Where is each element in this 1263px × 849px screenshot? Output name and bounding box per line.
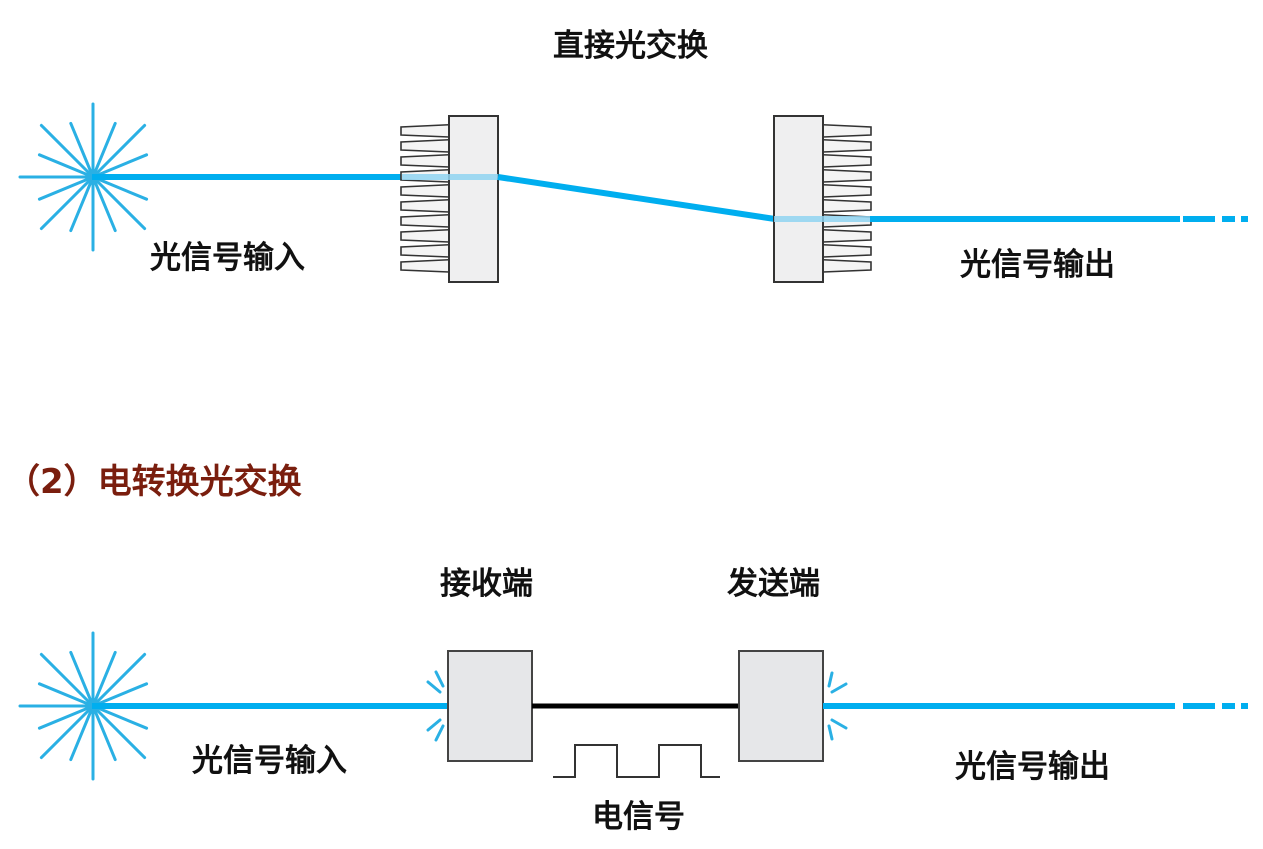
section1-input-label: 光信号输入 bbox=[150, 240, 305, 276]
section1-title: 直接光交换 bbox=[553, 28, 708, 64]
starburst-ray bbox=[91, 175, 147, 231]
sender-box bbox=[738, 650, 824, 762]
starburst-ray bbox=[91, 123, 147, 179]
starburst-ray bbox=[91, 175, 149, 201]
starburst-ray bbox=[37, 682, 95, 708]
left-switch-ports bbox=[400, 123, 450, 273]
receiver-label: 接收端 bbox=[440, 566, 533, 602]
switch-port bbox=[400, 138, 450, 153]
starburst-ray bbox=[37, 704, 95, 730]
switch-port bbox=[822, 228, 872, 243]
starburst-ray bbox=[91, 175, 117, 233]
starburst-ray bbox=[69, 121, 95, 179]
receiver-light-rays-icon bbox=[426, 670, 445, 742]
starburst-ray bbox=[69, 650, 95, 708]
starburst-ray bbox=[91, 704, 117, 762]
sender-light-rays-icon bbox=[827, 671, 848, 741]
electrical-signal-square-wave bbox=[553, 744, 720, 778]
right-switch-body bbox=[773, 115, 824, 283]
switch-port bbox=[400, 123, 450, 138]
right-switch-ports bbox=[822, 123, 872, 273]
starburst-ray bbox=[91, 682, 149, 708]
starburst-ray bbox=[39, 123, 95, 179]
section2-electrical-switching bbox=[18, 631, 1248, 781]
starburst-ray bbox=[91, 652, 147, 708]
left-switch-through-channel bbox=[402, 174, 498, 180]
switch-port bbox=[822, 198, 872, 213]
switch-port bbox=[822, 183, 872, 198]
switch-port bbox=[822, 243, 872, 258]
switch-port bbox=[822, 153, 872, 168]
starburst-ray bbox=[91, 121, 117, 179]
section2-input-label: 光信号输入 bbox=[192, 743, 347, 779]
switch-port bbox=[400, 258, 450, 273]
cross-fiber bbox=[497, 174, 776, 222]
starburst-ray bbox=[39, 175, 95, 231]
switch-port bbox=[400, 198, 450, 213]
starburst-ray bbox=[69, 704, 95, 762]
switch-port bbox=[400, 153, 450, 168]
section1-direct-switching bbox=[18, 102, 1248, 283]
switch-port bbox=[822, 138, 872, 153]
starburst-ray bbox=[91, 704, 149, 730]
starburst-ray bbox=[39, 652, 95, 708]
section2-title: （2）电转换光交换 bbox=[6, 462, 302, 502]
section2-output-label: 光信号输出 bbox=[955, 749, 1110, 785]
starburst-ray bbox=[91, 704, 147, 760]
switch-port bbox=[400, 213, 450, 228]
sender-label: 发送端 bbox=[727, 566, 820, 602]
starburst-ray bbox=[37, 153, 95, 179]
starburst-ray bbox=[69, 175, 95, 233]
receiver-box bbox=[447, 650, 533, 762]
section1-output-label: 光信号输出 bbox=[960, 247, 1115, 283]
electric-signal-label: 电信号 bbox=[592, 799, 685, 835]
switch-port bbox=[822, 258, 872, 273]
switch-port bbox=[400, 228, 450, 243]
switch-port bbox=[400, 183, 450, 198]
right-switch-through-channel bbox=[774, 216, 870, 222]
switch-port bbox=[822, 123, 872, 138]
switch-port bbox=[400, 243, 450, 258]
left-switch-body bbox=[448, 115, 499, 283]
starburst-ray bbox=[91, 650, 117, 708]
starburst-ray bbox=[39, 704, 95, 760]
starburst-ray bbox=[37, 175, 95, 201]
starburst-ray bbox=[91, 153, 149, 179]
switch-port bbox=[822, 168, 872, 183]
